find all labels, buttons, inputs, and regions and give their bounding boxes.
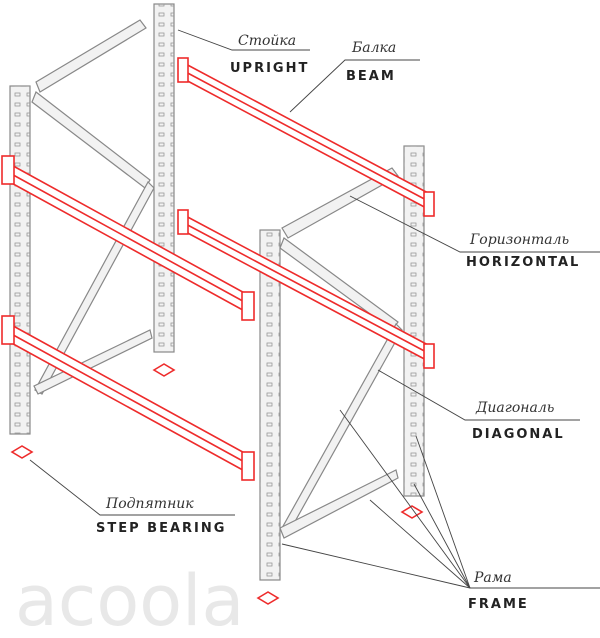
label-step-bearing-en: Step bearing <box>96 521 226 536</box>
label-beam-en: Beam <box>346 69 396 84</box>
step-bearing-4 <box>400 505 424 519</box>
left-frame-horizontal-top <box>35 19 147 93</box>
label-upright-en: Upright <box>230 61 309 76</box>
label-horizontal: Горизонталь Horizontal <box>466 232 580 270</box>
left-frame-horizontal-bottom <box>33 329 153 395</box>
beam-top-front <box>1 155 255 321</box>
leader-lines <box>29 29 600 589</box>
watermark: acoola <box>15 560 244 638</box>
label-beam: Балка Beam <box>346 40 396 84</box>
right-frame <box>259 145 425 581</box>
step-bearing-3 <box>256 591 280 605</box>
right-frame-horizontal-top <box>281 167 399 239</box>
label-frame: Рама Frame <box>468 570 529 612</box>
leader-step-bearing <box>29 459 235 516</box>
label-horizontal-ru: Горизонталь <box>469 232 569 248</box>
label-beam-ru: Балка <box>351 40 396 56</box>
step-bearing-1 <box>10 445 34 459</box>
label-horizontal-en: Horizontal <box>466 255 580 270</box>
label-frame-en: Frame <box>468 597 529 612</box>
beams <box>1 57 435 605</box>
beam-top-back <box>177 57 435 217</box>
leader-beam <box>289 59 420 113</box>
leader-diagonal <box>377 369 580 421</box>
label-diagonal-ru: Диагональ <box>475 400 554 416</box>
label-diagonal: Диагональ Diagonal <box>472 400 565 442</box>
beam-bottom-back <box>177 209 435 369</box>
beam-bottom-front <box>1 315 255 481</box>
label-upright-ru: Стойка <box>238 33 296 49</box>
right-frame-horizontal-bottom <box>279 469 399 539</box>
label-upright: Стойка Upright <box>230 33 309 76</box>
label-step-bearing: Подпятник Step bearing <box>96 496 226 536</box>
left-frame-diagonal-1 <box>31 91 151 189</box>
leader-upright <box>177 29 310 51</box>
label-diagonal-en: Diagonal <box>472 427 565 442</box>
leader-horizontal <box>349 195 600 253</box>
label-frame-ru: Рама <box>473 570 512 586</box>
label-step-bearing-ru: Подпятник <box>105 496 194 512</box>
step-bearing-2 <box>152 363 176 377</box>
